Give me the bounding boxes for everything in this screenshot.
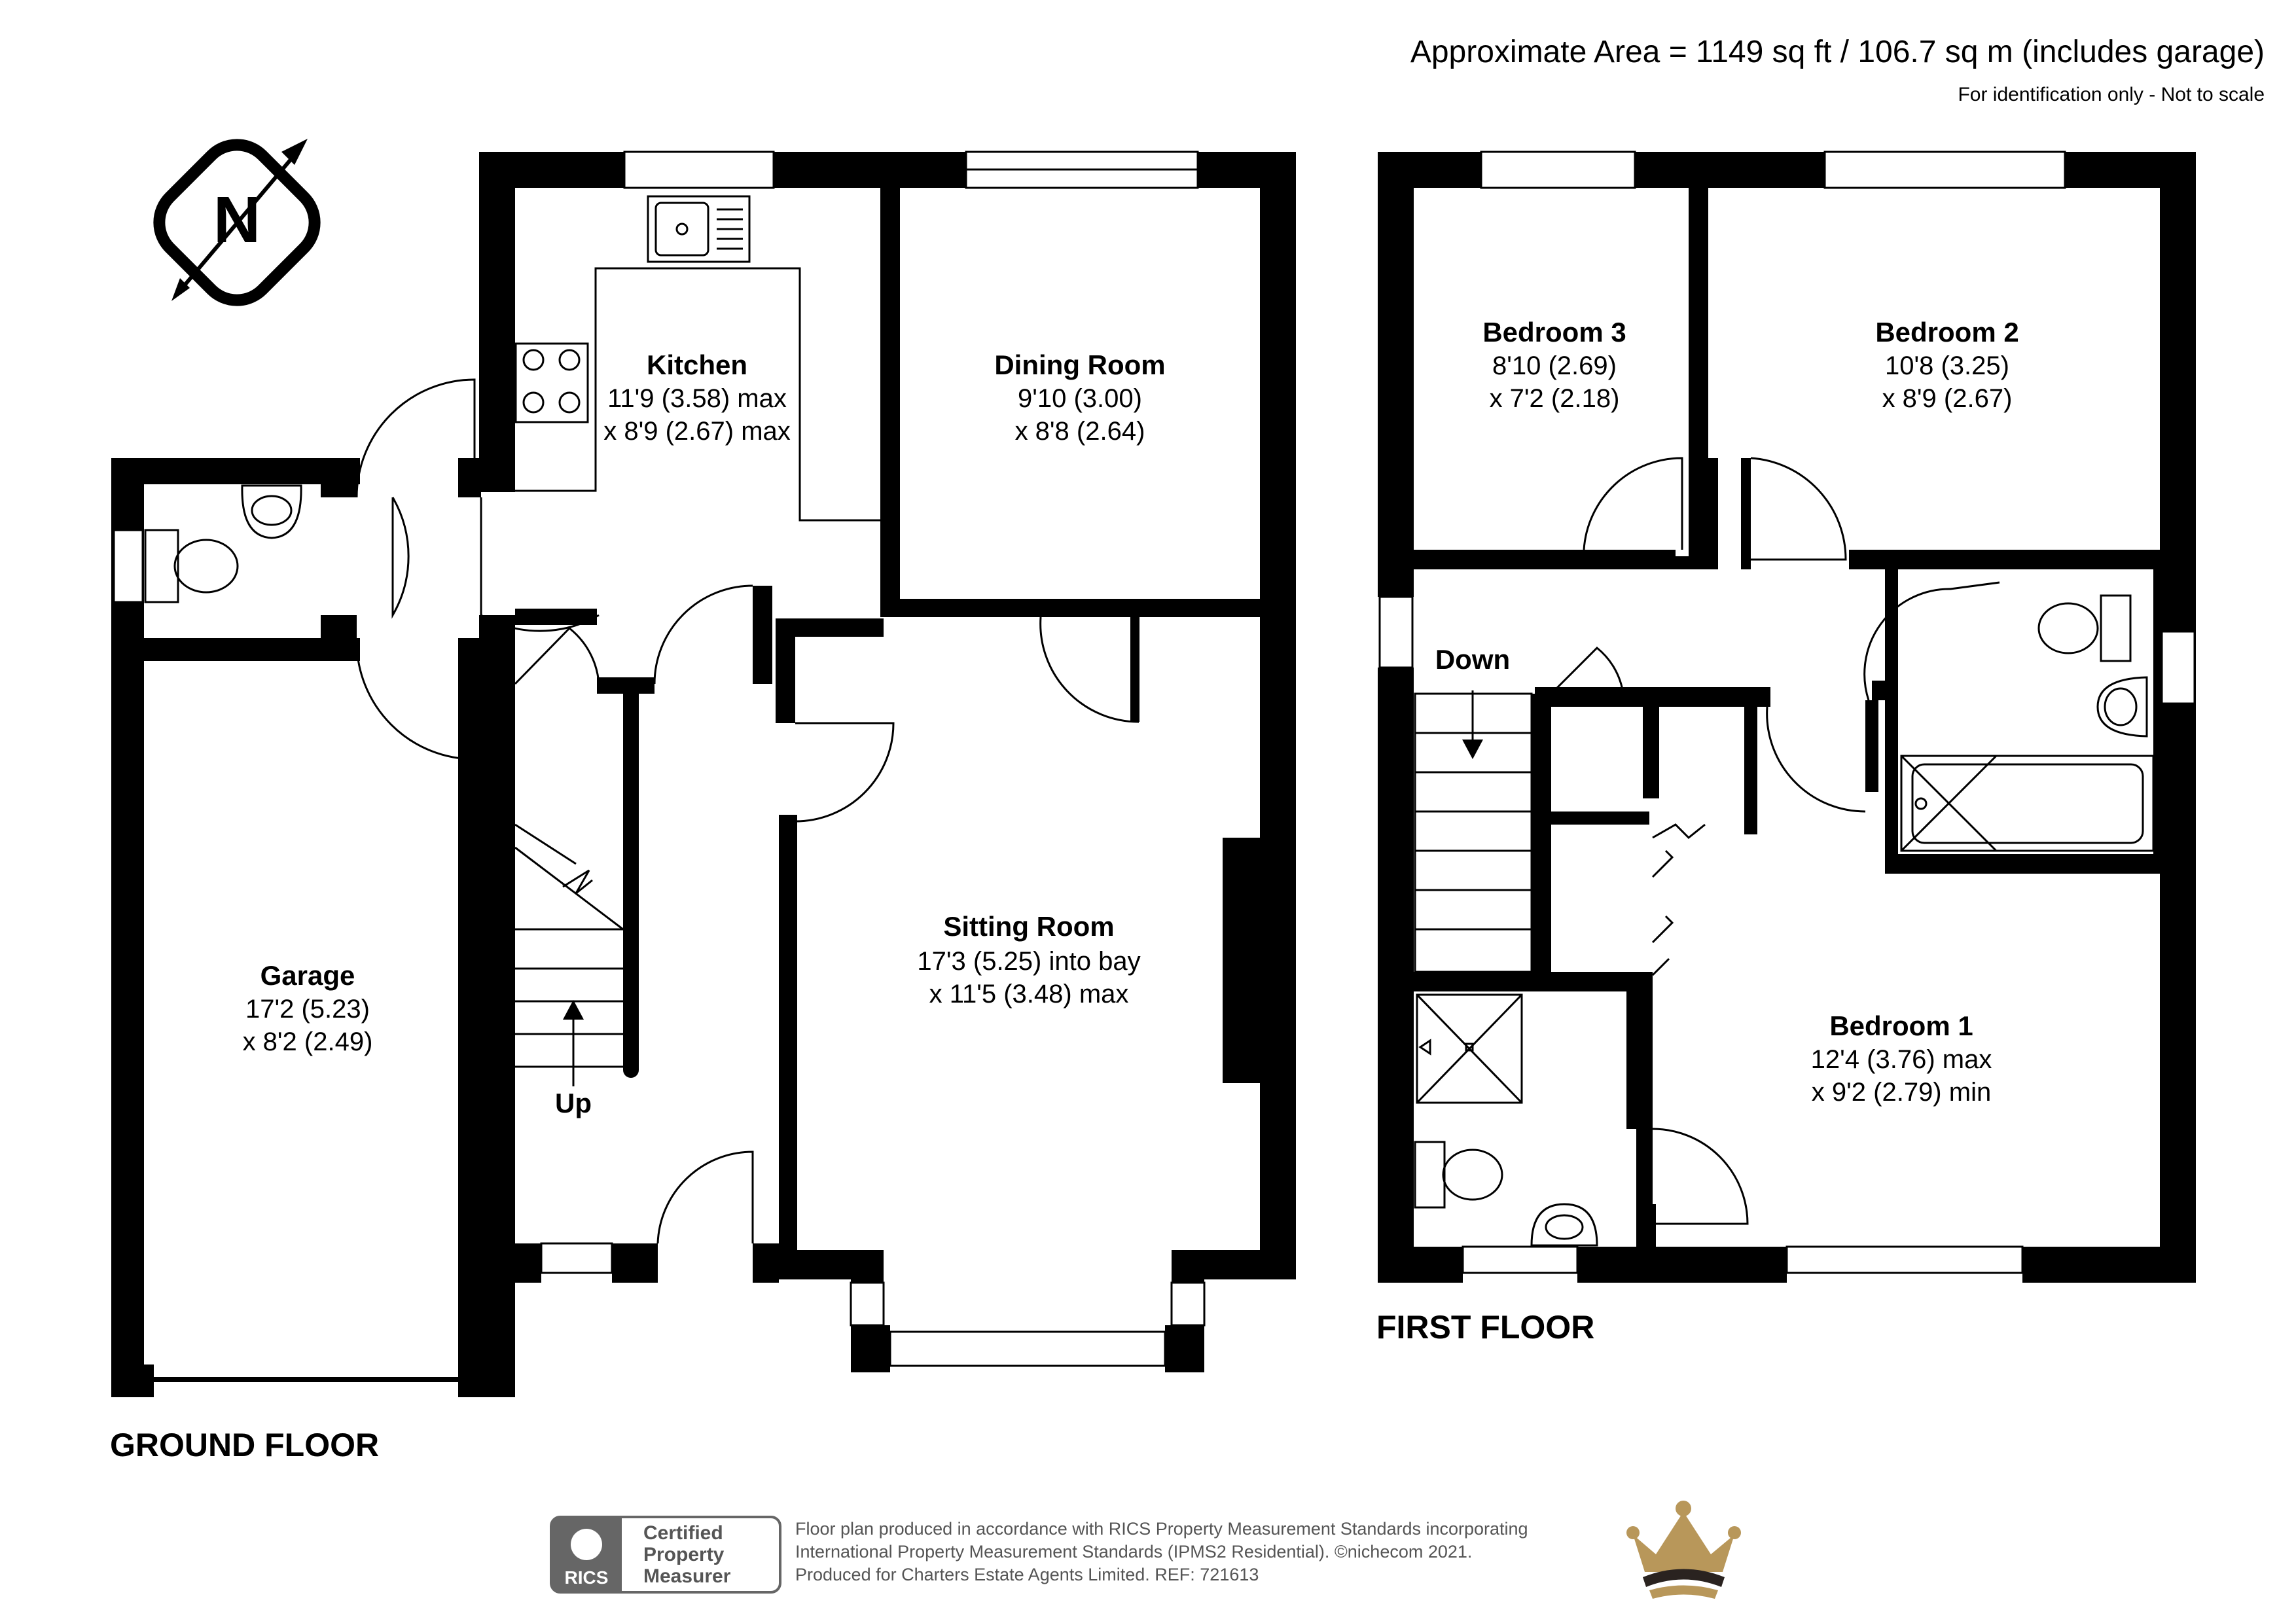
sitting-room-label: Sitting Room xyxy=(943,911,1114,942)
bedroom-3-dimension-1: 8'10 (2.69) xyxy=(1492,351,1617,380)
ground-floor-doors xyxy=(355,378,1139,1244)
garage-label: Garage xyxy=(260,960,355,991)
first-floor-doors xyxy=(1550,457,2000,1225)
bedroom-2-dimension-1: 10'8 (3.25) xyxy=(1885,351,2009,380)
footer-line-1: Floor plan produced in accordance with R… xyxy=(795,1519,1528,1539)
first-floor-windows xyxy=(1378,151,2196,1274)
ensuite-basin-icon xyxy=(1530,1203,1598,1247)
ground-floor-windows xyxy=(113,151,1206,1382)
kitchen-dimension-2: x 8'9 (2.67) max xyxy=(603,417,791,446)
svg-text:N: N xyxy=(213,183,260,257)
footer-line-3: Produced for Charters Estate Agents Limi… xyxy=(795,1565,1259,1584)
dining-room-dimension-2: x 8'8 (2.64) xyxy=(1015,417,1145,446)
bedroom-2-label: Bedroom 2 xyxy=(1875,317,2018,348)
down-arrow-icon xyxy=(1462,740,1483,759)
stairs-down-label: Down xyxy=(1435,644,1510,675)
ground-floor-title: GROUND FLOOR xyxy=(110,1427,379,1463)
up-arrow-icon xyxy=(563,1000,584,1020)
kitchen-dimension-1: 11'9 (3.58) max xyxy=(607,384,787,413)
svg-text:Property: Property xyxy=(643,1544,725,1565)
bedroom-1-dimension-2: x 9'2 (2.79) min xyxy=(1812,1078,1991,1107)
garage-dimension-2: x 8'2 (2.49) xyxy=(243,1027,373,1056)
sitting-room-dimension-1: 17'3 (5.25) into bay xyxy=(917,947,1140,976)
bedroom-1-label: Bedroom 1 xyxy=(1829,1010,1973,1041)
ensuite-toilet-icon xyxy=(1414,1141,1503,1209)
svg-text:Certified: Certified xyxy=(643,1522,723,1544)
ground-floor-walls xyxy=(111,152,1296,1397)
first-floor-title: FIRST FLOOR xyxy=(1376,1309,1594,1346)
bedroom-1-dimension-1: 12'4 (3.76) max xyxy=(1811,1045,1992,1074)
bath-icon xyxy=(1900,755,2155,852)
footer-line-2: International Property Measurement Stand… xyxy=(795,1542,1472,1561)
dining-room-label: Dining Room xyxy=(994,349,1165,380)
garage-dimension-1: 17'2 (5.23) xyxy=(245,995,370,1024)
first-floor-stairs xyxy=(1414,690,1533,973)
stairs-up-label: Up xyxy=(555,1088,592,1118)
ground-floor-stairs xyxy=(514,823,624,1086)
svg-text:Measurer: Measurer xyxy=(643,1565,731,1587)
bathroom-toilet-icon xyxy=(2037,594,2132,662)
bedroom-3-dimension-2: x 7'2 (2.18) xyxy=(1490,384,1620,413)
rics-badge: RICS Certified Property Measurer xyxy=(550,1516,781,1594)
bathroom-basin-icon xyxy=(2096,676,2148,738)
kitchen-units xyxy=(514,267,880,522)
kitchen-label: Kitchen xyxy=(647,349,747,380)
basin-icon xyxy=(241,484,302,539)
north-compass-icon: N xyxy=(153,139,321,306)
svg-text:RICS: RICS xyxy=(565,1567,609,1588)
disclaimer-note: For identification only - Not to scale xyxy=(1958,84,2265,105)
rics-lion-icon xyxy=(571,1529,602,1560)
dining-room-dimension-1: 9'10 (3.00) xyxy=(1018,384,1142,413)
sink-icon xyxy=(647,195,751,263)
bedroom-2-dimension-2: x 8'9 (2.67) xyxy=(1882,384,2013,413)
sitting-room-dimension-2: x 11'5 (3.48) max xyxy=(929,980,1129,1008)
toilet-icon xyxy=(144,529,239,603)
crown-logo-icon xyxy=(1626,1501,1741,1599)
first-floor-walls xyxy=(1378,152,2196,1283)
approximate-area: Approximate Area = 1149 sq ft / 106.7 sq… xyxy=(1410,35,2265,69)
shower-icon xyxy=(1416,993,1523,1104)
bedroom-3-label: Bedroom 3 xyxy=(1482,317,1626,348)
